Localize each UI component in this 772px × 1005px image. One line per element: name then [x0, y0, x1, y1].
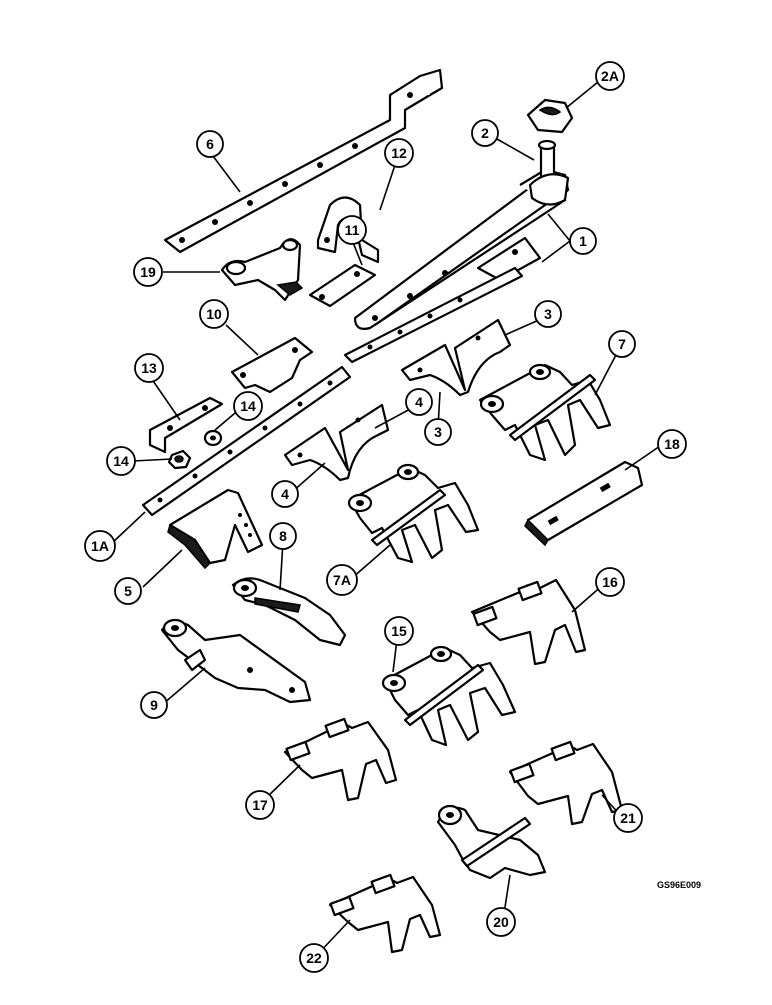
callout-label: 2A: [601, 68, 619, 84]
callout-3-upper: 3: [534, 300, 562, 328]
part-18-adjusting-plate: [524, 460, 644, 547]
part-7-knife-guard: [478, 363, 612, 462]
callout-4-upper: 4: [405, 388, 433, 416]
callout-16: 16: [595, 567, 625, 597]
callout-11: 11: [337, 215, 367, 245]
callout-label: 4: [281, 486, 289, 502]
callout-6: 6: [196, 130, 224, 158]
callout-label: 9: [150, 697, 158, 713]
part-11-plate: [308, 263, 377, 308]
callout-label: 7A: [333, 572, 351, 588]
callout-label: 11: [345, 222, 360, 238]
callout-2a: 2A: [595, 61, 625, 91]
part-9-end-guard: [160, 618, 312, 704]
callout-14-lower: 14: [106, 446, 136, 476]
callout-22: 22: [299, 943, 329, 973]
part-14-nut-lower: [167, 449, 192, 470]
callout-label: 5: [124, 583, 132, 599]
callout-label: 7: [618, 336, 626, 352]
part-22-knife-hold-down: [328, 873, 442, 954]
callout-9: 9: [140, 691, 168, 719]
callout-label: 6: [206, 136, 214, 152]
part-20-single-guard: [436, 804, 547, 880]
callout-label: 3: [434, 424, 442, 440]
callout-label: 2: [481, 125, 489, 141]
part-21-knife-hold-down: [508, 740, 624, 826]
callout-14-upper: 14: [233, 391, 263, 421]
drawing-code: GS96E009: [657, 880, 701, 890]
callout-18: 18: [657, 429, 687, 459]
callout-label: 12: [391, 145, 407, 161]
part-10-mount-plate: [230, 336, 314, 394]
callout-label: 15: [391, 623, 407, 639]
callout-label: 10: [206, 306, 222, 322]
callout-2: 2: [471, 119, 499, 147]
callout-5: 5: [114, 577, 142, 605]
part-19-knife-clip: [220, 238, 304, 302]
part-4-knife-section-pair: [283, 403, 390, 482]
part-5-wear-plate: [167, 488, 264, 570]
part-14-nut-upper: [203, 429, 223, 447]
callout-label: 13: [141, 360, 157, 376]
callout-label: 22: [306, 950, 322, 966]
part-16-knife-hold-down: [470, 578, 587, 666]
part-2-ball-stud: [528, 139, 570, 206]
callout-1: 1: [569, 227, 597, 255]
callout-label: 20: [493, 914, 509, 930]
part-3-knife-bar: [343, 266, 524, 364]
callout-21: 21: [613, 803, 643, 833]
callout-7: 7: [608, 330, 636, 358]
part-6-knife-back-bar: [163, 68, 444, 254]
part-1a-knife-bar: [141, 365, 352, 517]
callout-label: 4: [415, 394, 423, 410]
callout-label: 8: [279, 528, 287, 544]
part-13-angle-bracket: [148, 396, 224, 454]
callout-17: 17: [245, 790, 275, 820]
callout-label: 3: [544, 306, 552, 322]
callout-12: 12: [384, 138, 414, 168]
callout-3-lower: 3: [424, 418, 452, 446]
part-2a-nut: [526, 98, 574, 134]
callout-13: 13: [134, 353, 164, 383]
part-15-double-guard: [381, 645, 517, 747]
callout-label: 1: [579, 233, 587, 249]
callout-label: 14: [113, 453, 129, 469]
callout-label: 19: [140, 264, 156, 280]
callout-8: 8: [269, 522, 297, 550]
callout-label: 18: [664, 436, 680, 452]
callout-label: 14: [240, 398, 256, 414]
part-17-knife-hold-down: [283, 717, 398, 802]
callout-label: 21: [620, 810, 636, 826]
callout-1a: 1A: [84, 530, 116, 562]
callout-label: 17: [252, 797, 268, 813]
part-7a-knife-guard: [347, 463, 480, 564]
callout-19: 19: [133, 257, 163, 287]
callout-label: 1A: [91, 538, 109, 554]
callout-label: 16: [602, 574, 618, 590]
callout-7a: 7A: [326, 564, 358, 596]
part-8-guard-bracket: [231, 577, 347, 647]
callout-15: 15: [384, 616, 414, 646]
callout-4-lower: 4: [271, 480, 299, 508]
callout-10: 10: [199, 299, 229, 329]
callout-20: 20: [486, 907, 516, 937]
part-3-knife-section-pair: [400, 318, 512, 397]
